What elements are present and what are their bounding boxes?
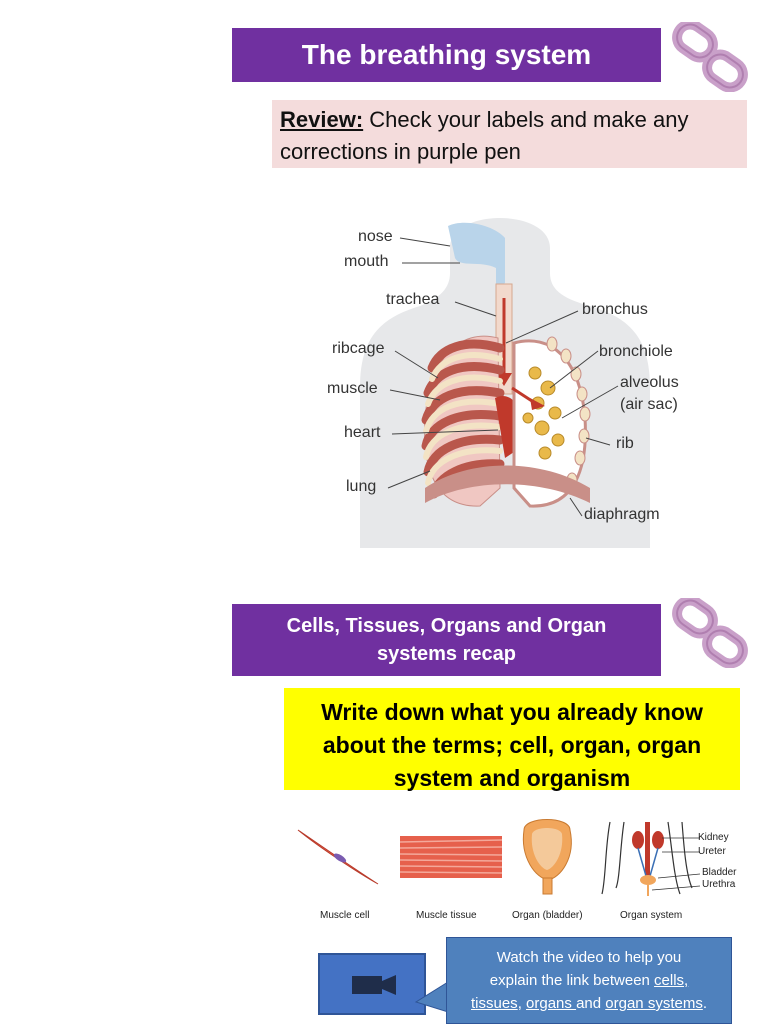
label-diaphragm: diaphragm [584,506,660,523]
callout-line2: explain the link between [489,972,650,989]
callout-and: and [576,995,602,1012]
link-organs[interactable]: organs [526,995,577,1012]
task-text: Write down what you already know about t… [321,699,703,791]
label-urethra: Urethra [702,879,736,890]
label-trachea: trachea [386,291,440,308]
video-play-button[interactable] [318,953,426,1015]
caption-organ-bladder: Organ (bladder) [512,910,583,921]
label-alveolus: alveolus [620,374,679,391]
section-title: Cells, Tissues, Organs and Organ systems… [286,615,607,665]
label-kidney: Kidney [698,832,729,843]
link-organ-systems[interactable]: organ systems [605,995,703,1012]
label-air-sac: (air sac) [620,396,678,413]
levels-of-organisation-figure: Kidney Ureter Bladder Urethra Muscle cel… [290,818,750,928]
callout-line1: Watch the video to help you [496,949,682,966]
label-heart: heart [344,424,381,441]
label-nose: nose [358,228,393,245]
levels-illustration [297,819,701,896]
label-ribcage: ribcage [332,340,385,357]
callout-end: . [702,995,707,1012]
video-instruction-callout: Watch the video to help you explain the … [446,937,732,1024]
label-muscle: muscle [327,380,378,397]
torso-illustration [360,218,650,548]
label-bladder: Bladder [702,867,737,878]
label-bronchus: bronchus [582,301,648,318]
page-title: The breathing system [301,39,592,70]
label-mouth: mouth [344,253,389,270]
label-ureter: Ureter [698,846,726,857]
cells-recap-title-banner: Cells, Tissues, Organs and Organ systems… [232,604,661,676]
review-text: Check your labels and make any correctio… [280,107,689,164]
breathing-system-title-banner: The breathing system [232,28,661,82]
task-prompt: Write down what you already know about t… [284,688,740,791]
label-bronchiole: bronchiole [599,343,673,360]
caption-organ-system: Organ system [620,910,683,921]
link-cells[interactable]: cells, [654,972,689,989]
chain-link-icon[interactable] [670,598,752,668]
caption-muscle-tissue: Muscle tissue [416,910,477,921]
chain-link-icon[interactable] [670,22,752,92]
label-rib: rib [616,435,634,452]
video-camera-icon [352,975,396,995]
link-tissues[interactable]: tissues [471,995,518,1012]
review-label: Review: [280,107,364,132]
review-instruction: Review: Check your labels and make any c… [272,100,747,168]
label-lung: lung [346,478,377,495]
breathing-system-diagram: nose mouth trachea ribcage muscle heart … [300,188,720,548]
caption-muscle-cell: Muscle cell [320,910,370,921]
